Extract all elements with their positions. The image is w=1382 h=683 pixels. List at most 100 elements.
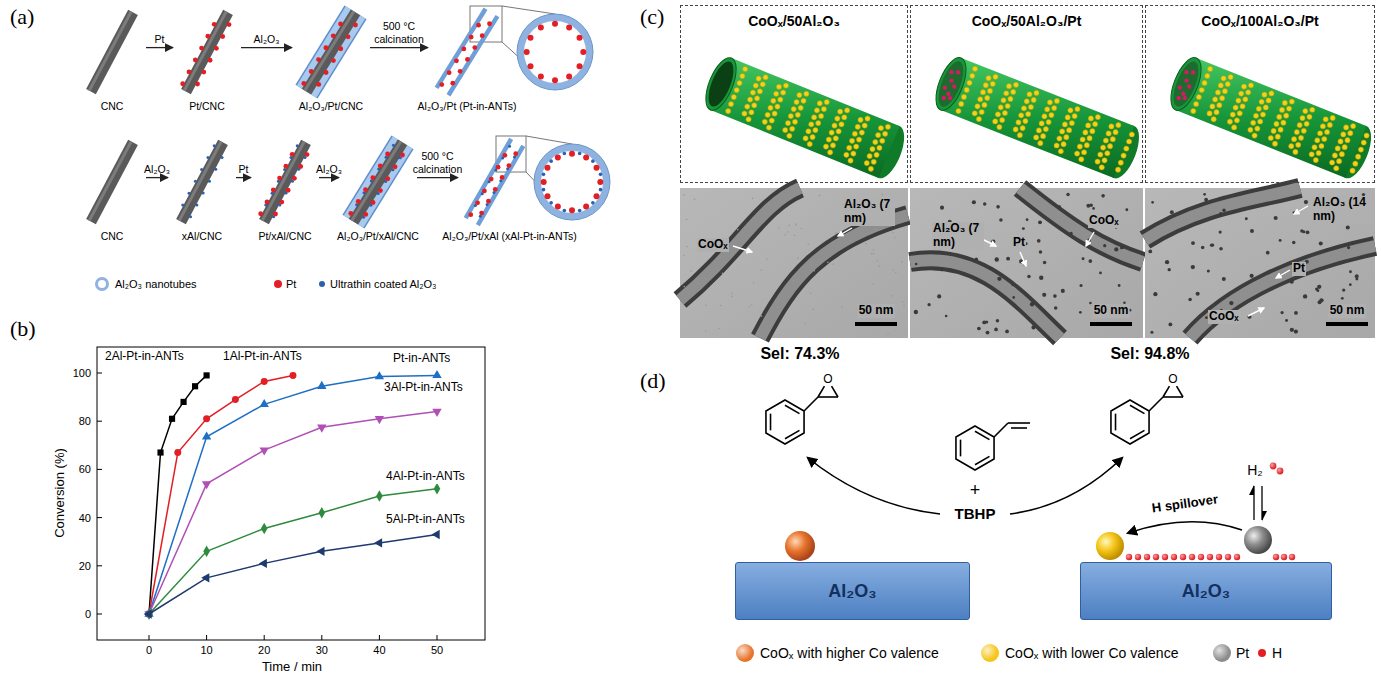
tick-label: 10	[200, 644, 212, 657]
coox-dot	[1246, 90, 1251, 95]
series-marker	[157, 449, 163, 455]
tick-label: 100	[73, 367, 91, 380]
reaction-arrow	[1010, 458, 1122, 514]
legend-swatch	[736, 644, 754, 662]
tem-background	[910, 188, 1143, 338]
pt-speck	[877, 260, 879, 262]
coox-dot	[1199, 87, 1204, 92]
tick-label: 80	[79, 415, 91, 428]
coox-dot	[1237, 111, 1242, 116]
zoom-line	[502, 6, 555, 14]
coox-dot	[1332, 153, 1337, 158]
coox-dot	[1208, 66, 1213, 71]
tube-body	[710, 58, 899, 178]
tube-body	[1176, 58, 1367, 178]
alumina-coating	[307, 12, 356, 91]
pt-speck	[1037, 239, 1041, 243]
alumina-dot	[189, 215, 192, 218]
coox-dot	[1304, 121, 1309, 126]
pt-speck	[1319, 241, 1323, 245]
coox-dot	[1356, 154, 1361, 159]
tube-interior	[703, 58, 738, 110]
coox-dot	[1196, 94, 1201, 99]
coox-dot	[1088, 116, 1093, 121]
scale-label: 50 nm	[858, 304, 895, 318]
coox-dot	[1317, 131, 1322, 136]
arrow-label: Al₂O₃	[254, 33, 280, 45]
series-marker	[261, 523, 268, 534]
coox-dot	[754, 96, 759, 101]
coox-dot	[774, 91, 779, 96]
pt-particle	[279, 200, 284, 205]
alumina-dot	[206, 156, 209, 159]
pt-particle	[577, 63, 583, 69]
coox-dot	[833, 136, 838, 141]
pt-particle	[507, 163, 512, 168]
scale-label: 50 nm	[1329, 304, 1366, 318]
coox-dot	[797, 92, 802, 97]
pt-speck	[1165, 260, 1169, 264]
coox-dot	[1109, 124, 1114, 129]
coox-dot	[1116, 123, 1121, 128]
selectivity: Sel: 74.3%	[760, 345, 839, 363]
coox-dot	[1081, 150, 1086, 155]
rod-highlight	[352, 141, 401, 220]
pt-particle	[208, 58, 213, 63]
coox-dot	[743, 66, 748, 71]
coox-dot	[1220, 96, 1225, 101]
legend-text: H	[1272, 645, 1282, 661]
coox-dot	[1075, 106, 1080, 111]
coox-dot	[814, 108, 819, 113]
pt-speck	[694, 199, 696, 201]
coox-dot	[1058, 149, 1063, 154]
series-label: Pt-in-ANTs	[392, 352, 451, 366]
coox-dot	[858, 117, 863, 122]
pt-speck	[705, 278, 707, 280]
rod-highlight	[179, 141, 221, 220]
pt-particle	[305, 152, 310, 157]
rod-illustration	[82, 8, 142, 96]
tem-images	[680, 188, 1375, 338]
pt-speck	[1229, 301, 1233, 305]
coox-dot	[787, 133, 792, 138]
series-marker	[318, 507, 325, 518]
pt-speck	[945, 315, 948, 318]
coox-dot	[1205, 73, 1210, 78]
rod-illustration	[343, 138, 413, 226]
reaction-scheme	[766, 386, 1295, 561]
series-marker	[376, 490, 383, 501]
tube-opening	[700, 54, 743, 115]
coox-dot	[1046, 119, 1051, 124]
coox-dot	[813, 127, 818, 132]
cellulose-rod	[307, 12, 356, 91]
pt-speck	[1027, 275, 1031, 279]
pt-speck	[1092, 207, 1095, 210]
coox-dot	[1124, 146, 1129, 151]
pt-speck	[690, 270, 692, 272]
series-label: 2Al-Pt-in-ANTs	[104, 350, 185, 364]
scale-bar	[1090, 322, 1132, 326]
pt-speck	[1341, 297, 1344, 300]
pt-particle	[577, 35, 583, 41]
coox-dot	[803, 136, 808, 141]
tube-opening	[930, 54, 972, 115]
h-atom	[1273, 554, 1279, 560]
coox-dot	[1211, 117, 1216, 122]
coox-dot	[1113, 130, 1118, 135]
coox-dot	[1084, 143, 1089, 148]
tick-label: 20	[79, 559, 91, 572]
coox-dot	[801, 98, 806, 103]
series-marker	[144, 609, 152, 618]
process-note: H spillover	[1151, 492, 1219, 516]
coox-dot	[995, 112, 1000, 117]
pt-speck	[972, 200, 976, 204]
coox-dot	[1118, 160, 1123, 165]
coox-dot	[998, 105, 1003, 110]
nanotube-wall	[517, 14, 593, 90]
coox-dot	[1100, 145, 1105, 150]
series-marker	[202, 481, 211, 489]
pt-speck	[915, 263, 918, 266]
h-atom	[1234, 554, 1240, 560]
coox-dot	[749, 110, 754, 115]
alumina-dot	[542, 188, 546, 192]
